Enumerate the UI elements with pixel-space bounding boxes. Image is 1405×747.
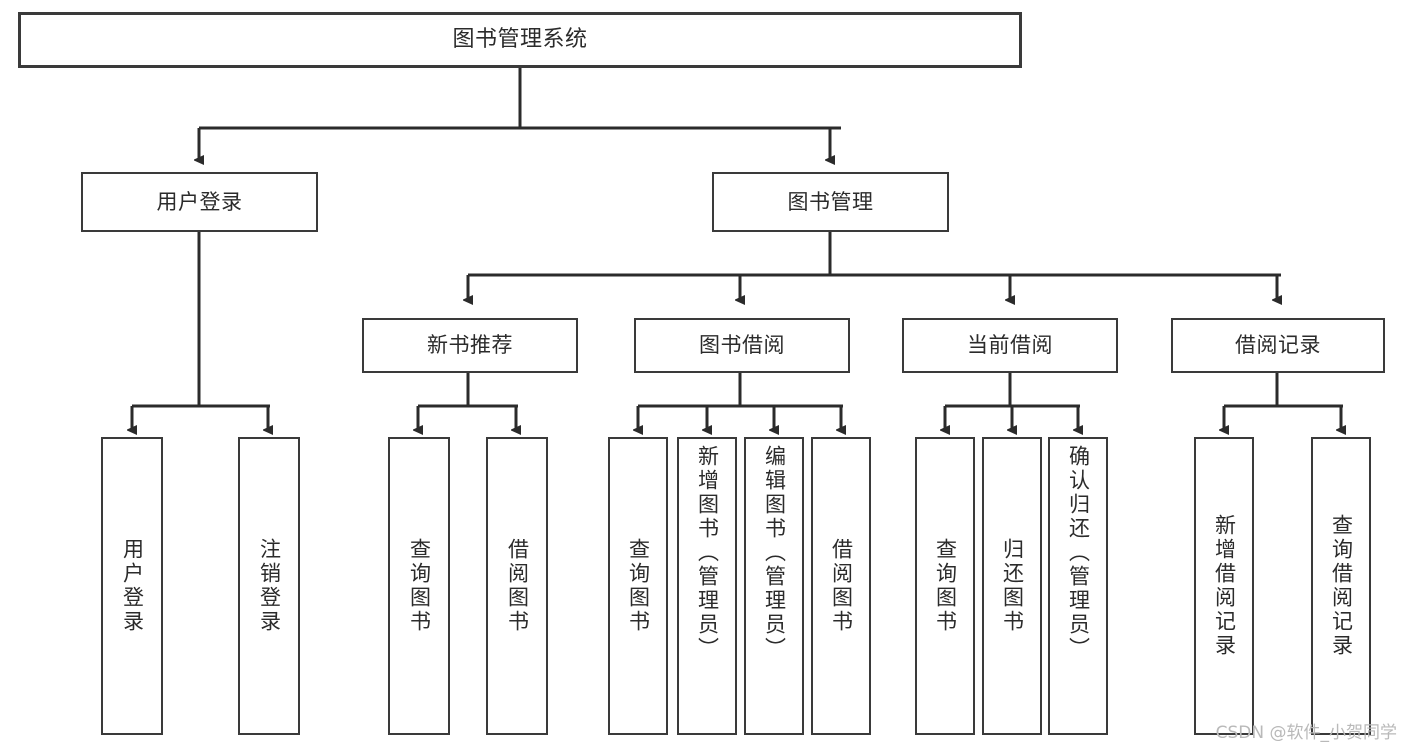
node-root-book-management-system[interactable]: 图书管理系统 [18, 12, 1022, 68]
borrow-record-to-leaves-connectors [1224, 373, 1343, 430]
node-label: 图书管理系统 [452, 27, 588, 53]
leaf-borrow-book-borrow[interactable]: 借阅图书 [811, 437, 871, 735]
node-label: 归还图书 [1000, 538, 1025, 634]
leaf-logout-login[interactable]: 注销登录 [238, 437, 300, 735]
leaf-query-borrow-record[interactable]: 查询借阅记录 [1311, 437, 1371, 735]
leaf-query-book-current[interactable]: 查询图书 [915, 437, 975, 735]
node-label: 用户登录 [120, 538, 145, 634]
node-label: 图书借阅 [699, 333, 785, 358]
leaf-add-borrow-record[interactable]: 新增借阅记录 [1194, 437, 1254, 735]
node-label: 查询图书 [933, 538, 958, 634]
node-new-book-recommend[interactable]: 新书推荐 [362, 318, 578, 373]
node-current-borrow[interactable]: 当前借阅 [902, 318, 1118, 373]
node-label: 新书推荐 [427, 333, 513, 358]
node-label: 查询借阅记录 [1329, 514, 1354, 658]
node-label: 编辑图书（管理员） [762, 445, 787, 661]
leaf-query-book-borrow[interactable]: 查询图书 [608, 437, 668, 735]
node-label: 借阅图书 [505, 538, 530, 634]
node-label: 图书管理 [787, 189, 874, 214]
book-borrow-to-leaves-connectors [638, 373, 843, 430]
node-label: 借阅图书 [829, 538, 854, 634]
leaf-add-book-admin[interactable]: 新增图书（管理员） [677, 437, 737, 735]
node-borrow-record[interactable]: 借阅记录 [1171, 318, 1385, 373]
leaf-return-book[interactable]: 归还图书 [982, 437, 1042, 735]
root-to-level2-connectors [199, 68, 841, 160]
leaf-borrow-book-recommend[interactable]: 借阅图书 [486, 437, 548, 735]
node-book-borrow[interactable]: 图书借阅 [634, 318, 850, 373]
node-label: 用户登录 [156, 189, 243, 214]
node-book-manage[interactable]: 图书管理 [712, 172, 949, 232]
node-label: 新增图书（管理员） [695, 445, 720, 661]
csdn-watermark: CSDN @软件_小贺同学 [1215, 723, 1397, 743]
leaf-user-login[interactable]: 用户登录 [101, 437, 163, 735]
node-label: 查询图书 [407, 538, 432, 634]
node-label: 当前借阅 [967, 333, 1053, 358]
node-label: 注销登录 [257, 538, 282, 634]
new-book-recommend-to-leaves-connectors [418, 373, 518, 430]
leaf-confirm-return-admin[interactable]: 确认归还（管理员） [1048, 437, 1108, 735]
leaf-edit-book-admin[interactable]: 编辑图书（管理员） [744, 437, 804, 735]
leaf-query-book-recommend[interactable]: 查询图书 [388, 437, 450, 735]
user-login-to-leaves-connectors [132, 232, 270, 430]
node-user-login[interactable]: 用户登录 [81, 172, 318, 232]
node-label: 确认归还（管理员） [1066, 445, 1091, 661]
node-label: 借阅记录 [1235, 333, 1321, 358]
current-borrow-to-leaves-connectors [945, 373, 1080, 430]
node-label: 查询图书 [626, 538, 651, 634]
node-label: 新增借阅记录 [1212, 514, 1237, 658]
book-manage-to-level3-connectors [468, 232, 1281, 300]
